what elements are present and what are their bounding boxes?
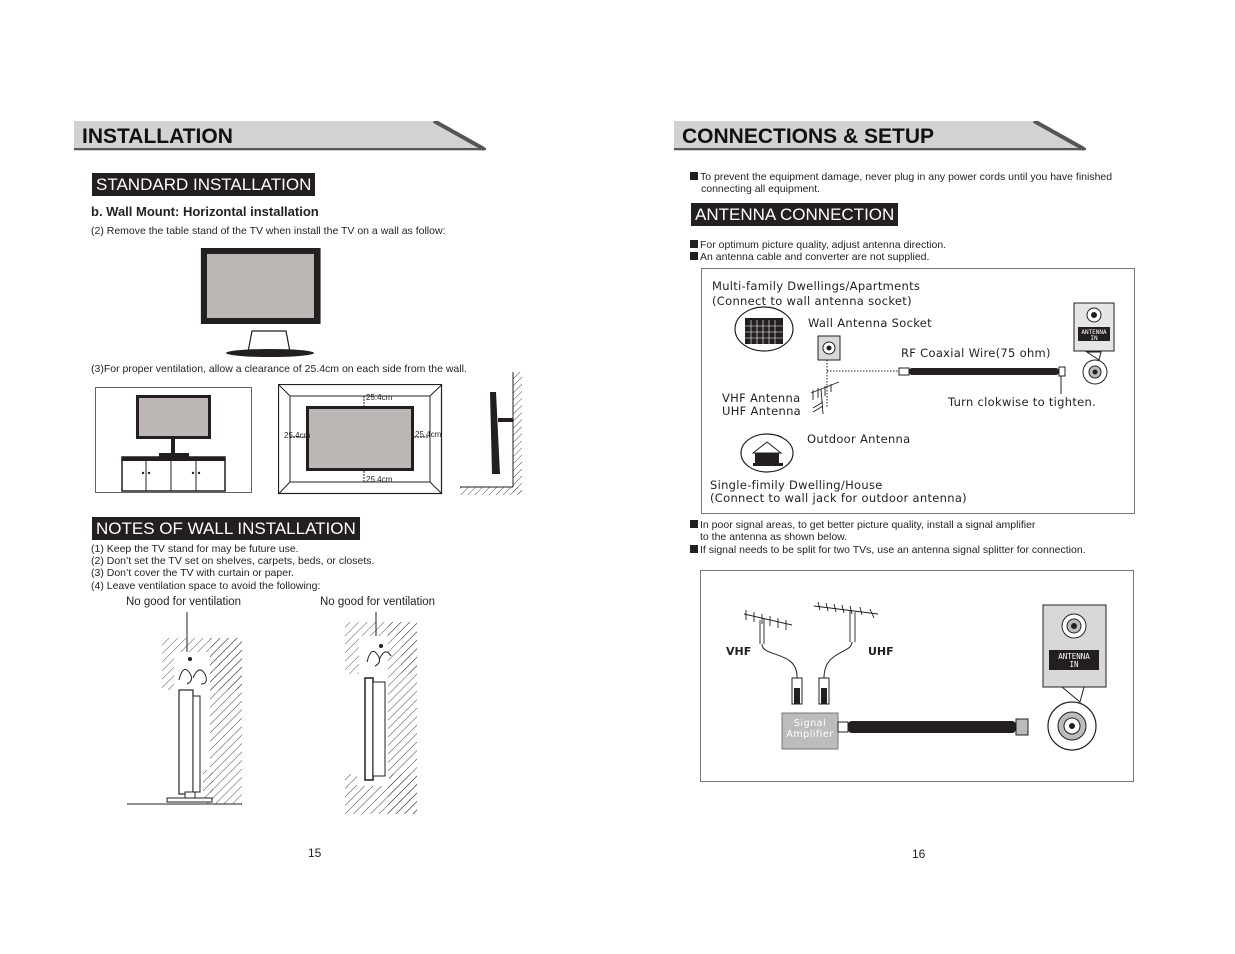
antenna-in-text-1: ANTENNA [1058, 652, 1090, 661]
clearance-bottom-label: 25.4cm [366, 475, 393, 484]
page-number-15: 15 [308, 846, 322, 860]
coaxial-cable-icon [909, 368, 1059, 375]
outdoor-antenna-icon [810, 381, 840, 415]
vhf-antenna-icon [743, 610, 793, 644]
vhf-label: VHF [726, 645, 751, 658]
tv-with-stand-illustration [200, 248, 321, 357]
wall-clearance-front-illustration [278, 384, 443, 495]
page-title: CONNECTIONS & SETUP [682, 125, 935, 148]
no-good-label-1: No good for ventilation [126, 596, 242, 608]
page-title: INSTALLATION [82, 125, 233, 148]
bullet-square [690, 252, 698, 260]
amplifier-diagram-graphics: VHF UHF Signal Amplifier ANTENNA IN [726, 601, 1107, 751]
vhf-antenna-label: VHF Antenna [722, 391, 801, 405]
intro-line-1: To prevent the equipment damage, never p… [690, 171, 1112, 183]
step-2-text: (2) Remove the table stand of the TV whe… [91, 225, 446, 237]
notes-wall-installation-heading: NOTES OF WALL INSTALLATION [92, 517, 360, 540]
signal-note-2: to the antenna as shown below. [700, 531, 848, 543]
clearance-left-label: 25.4cm [284, 431, 311, 440]
note-2: (2) Don’t set the TV set on shelves, car… [91, 555, 375, 567]
connections-banner: CONNECTIONS & SETUP [674, 121, 1086, 151]
antenna-in-text-1: ANTENNA [1081, 329, 1107, 336]
antenna-diagram-graphics: ANTENNA IN [734, 302, 1115, 473]
step-3-text: (3)For proper ventilation, allow a clear… [91, 363, 467, 375]
bullet-square [690, 240, 698, 248]
rf-wire-label: RF Coaxial Wire(75 ohm) [901, 346, 1051, 360]
wall-clearance-side-illustration [460, 372, 522, 495]
antenna-in-text-2: IN [1069, 660, 1078, 669]
coaxial-cable-icon [848, 721, 1016, 733]
amplifier-label-1: Signal [794, 718, 826, 729]
note-1: (1) Keep the TV stand for may be future … [91, 543, 299, 555]
banner-shape [674, 121, 1086, 151]
note-4: (4) Leave ventilation space to avoid the… [91, 580, 321, 592]
outdoor-antenna-label: Outdoor Antenna [807, 432, 911, 446]
bullet-square [690, 172, 698, 180]
wall-mount-subheading: b. Wall Mount: Horizontal installation [91, 204, 319, 219]
antenna-in-text-2: IN [1090, 335, 1098, 342]
bullet-square [690, 520, 698, 528]
intro-line-2: connecting all equipment. [701, 183, 821, 195]
banner-shape [74, 121, 486, 151]
single-family-note: (Connect to wall jack for outdoor antenn… [710, 491, 967, 505]
single-family-label: Single-fimily Dwelling/House [710, 478, 883, 492]
no-good-label-2: No good for ventilation [320, 596, 436, 608]
clearance-top-label: 25.4cm [366, 393, 393, 402]
installation-banner: INSTALLATION [74, 121, 486, 151]
tv-on-cabinet-illustration [95, 387, 252, 493]
bad-ventilation-shelf-illustration [127, 612, 242, 805]
multi-family-label: Multi-family Dwellings/Apartments [712, 279, 921, 293]
bullet-square [690, 545, 698, 553]
antenna-note-2: An antenna cable and converter are not s… [690, 251, 929, 263]
bad-ventilation-closet-illustration [345, 612, 417, 814]
multi-family-note: (Connect to wall antenna socket) [712, 294, 912, 308]
turn-clockwise-label: Turn clokwise to tighten. [948, 395, 1097, 409]
standard-installation-heading: STANDARD INSTALLATION [92, 173, 316, 196]
antenna-connection-heading: ANTENNA CONNECTION [691, 203, 899, 226]
uhf-antenna-icon [813, 601, 879, 642]
antenna-note-1: For optimum picture quality, adjust ante… [690, 239, 946, 251]
uhf-antenna-label: UHF Antenna [722, 404, 801, 418]
amplifier-label-2: Amplifier [786, 729, 833, 740]
uhf-label: UHF [868, 645, 894, 658]
signal-note-1: In poor signal areas, to get better pict… [690, 519, 1035, 531]
note-3: (3) Don’t cover the TV with curtain or p… [91, 567, 294, 579]
signal-note-3: If signal needs to be split for two TVs,… [690, 544, 1086, 556]
page-number-16: 16 [912, 847, 926, 861]
clearance-right-label: 25.4cm [415, 430, 442, 439]
wall-socket-label: Wall Antenna Socket [808, 316, 932, 330]
